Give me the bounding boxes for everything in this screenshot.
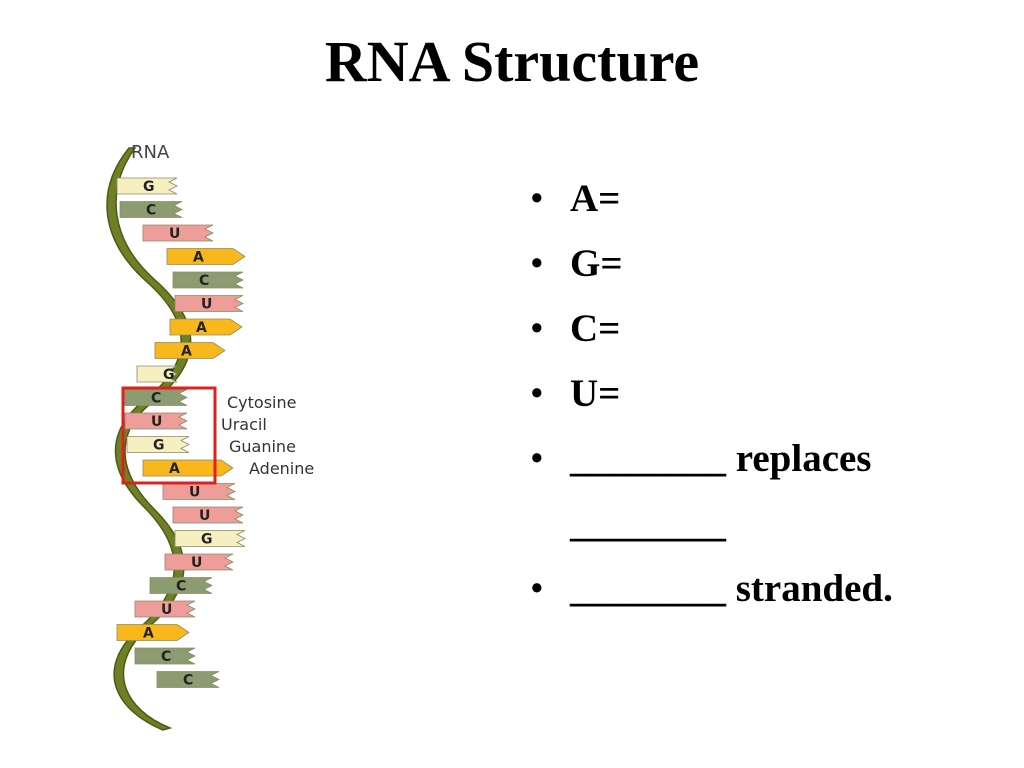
base-letter: G	[201, 532, 213, 548]
base-tab	[156, 671, 220, 688]
base-u: U	[164, 553, 234, 571]
base-letter: A	[143, 626, 154, 642]
bullet-list: • A= • G= • C= • U= • ________ replaces _____…	[530, 166, 990, 621]
base-c: C	[124, 389, 188, 407]
base-letter: C	[176, 579, 186, 595]
base-tab	[116, 177, 178, 195]
base-tab	[124, 412, 188, 430]
bullet-item: • C=	[530, 296, 990, 361]
base-g: G	[126, 436, 190, 454]
base-letter: U	[151, 414, 162, 430]
bullet-text-replaces: ________ replaces ________	[570, 437, 872, 545]
base-tab	[172, 271, 244, 289]
bullet-item: • ________ replaces ________	[530, 426, 990, 556]
base-a: A	[166, 248, 246, 266]
base-letter: U	[199, 508, 210, 524]
base-u: U	[172, 506, 244, 524]
base-letter: A	[193, 250, 204, 266]
bullet-item: • A=	[530, 166, 990, 231]
base-tab	[169, 318, 243, 336]
legend-uracil: Uracil	[221, 415, 267, 434]
base-tab	[126, 436, 190, 453]
base-a: A	[154, 342, 226, 360]
base-a: A	[116, 624, 190, 642]
base-tab	[134, 600, 196, 618]
bullet-marker: •	[530, 177, 544, 220]
base-letter: G	[153, 438, 165, 454]
bullet-marker: •	[530, 307, 544, 350]
bullet-text-cytosine: C=	[570, 307, 621, 350]
slide-title: RNA Structure	[324, 29, 700, 94]
bullet-marker: •	[530, 437, 544, 480]
bullet-item: • G=	[530, 231, 990, 296]
base-g: G	[116, 177, 178, 195]
base-c: C	[149, 577, 213, 595]
base-tab	[162, 483, 236, 500]
base-g: G	[174, 530, 246, 548]
base-tab	[124, 389, 188, 406]
legend-cytosine: Cytosine	[227, 393, 296, 412]
base-letter: G	[163, 367, 175, 383]
base-u: U	[124, 412, 188, 430]
base-letter: C	[199, 273, 209, 289]
bullet-item: • ________ stranded.	[530, 556, 990, 621]
base-tab	[142, 224, 214, 242]
base-letter: C	[151, 391, 161, 407]
bullet-text-guanine: G=	[570, 242, 623, 285]
base-u: U	[174, 295, 244, 313]
bullet-text-stranded: ________ stranded.	[570, 567, 893, 610]
base-u: U	[134, 600, 196, 618]
base-c: C	[156, 671, 220, 689]
base-a: A	[142, 459, 234, 477]
bullet-marker: •	[530, 242, 544, 285]
legend-adenine: Adenine	[249, 459, 314, 478]
base-tab	[149, 577, 213, 594]
base-u: U	[162, 483, 236, 501]
base-tab	[166, 248, 246, 265]
bullet-item: • U=	[530, 361, 990, 426]
base-tab	[172, 506, 244, 524]
base-tab	[164, 553, 234, 571]
base-tab	[136, 365, 178, 383]
base-letter: U	[191, 555, 202, 571]
bullet-text-adenine: A=	[570, 177, 621, 220]
base-tab	[174, 530, 246, 547]
base-tab	[119, 201, 183, 218]
legend-guanine: Guanine	[229, 437, 296, 456]
base-letter: U	[169, 226, 180, 242]
base-g: G	[136, 365, 178, 383]
base-letter: A	[196, 320, 207, 336]
base-letter: G	[143, 179, 155, 195]
rna-label: RNA	[131, 142, 170, 163]
highlight-box	[121, 386, 217, 485]
base-tab	[154, 342, 226, 359]
base-letter: U	[201, 297, 212, 313]
base-letter: C	[146, 203, 156, 219]
base-c: C	[119, 201, 183, 219]
base-letter: U	[189, 485, 200, 501]
bullet-text-uracil: U=	[570, 372, 621, 415]
base-tab	[174, 295, 244, 312]
base-letter: A	[169, 461, 180, 477]
base-tab	[142, 459, 234, 477]
base-tab	[134, 647, 196, 665]
base-a: A	[169, 318, 243, 336]
bullet-marker: •	[530, 567, 544, 610]
bullet-marker: •	[530, 372, 544, 415]
base-letter: C	[161, 649, 171, 665]
base-u: U	[142, 224, 214, 242]
base-c: C	[134, 647, 196, 665]
base-letter: U	[161, 602, 172, 618]
base-tab	[116, 624, 190, 641]
base-letter: C	[183, 673, 193, 689]
base-c: C	[172, 271, 244, 289]
base-letter: A	[181, 344, 192, 360]
